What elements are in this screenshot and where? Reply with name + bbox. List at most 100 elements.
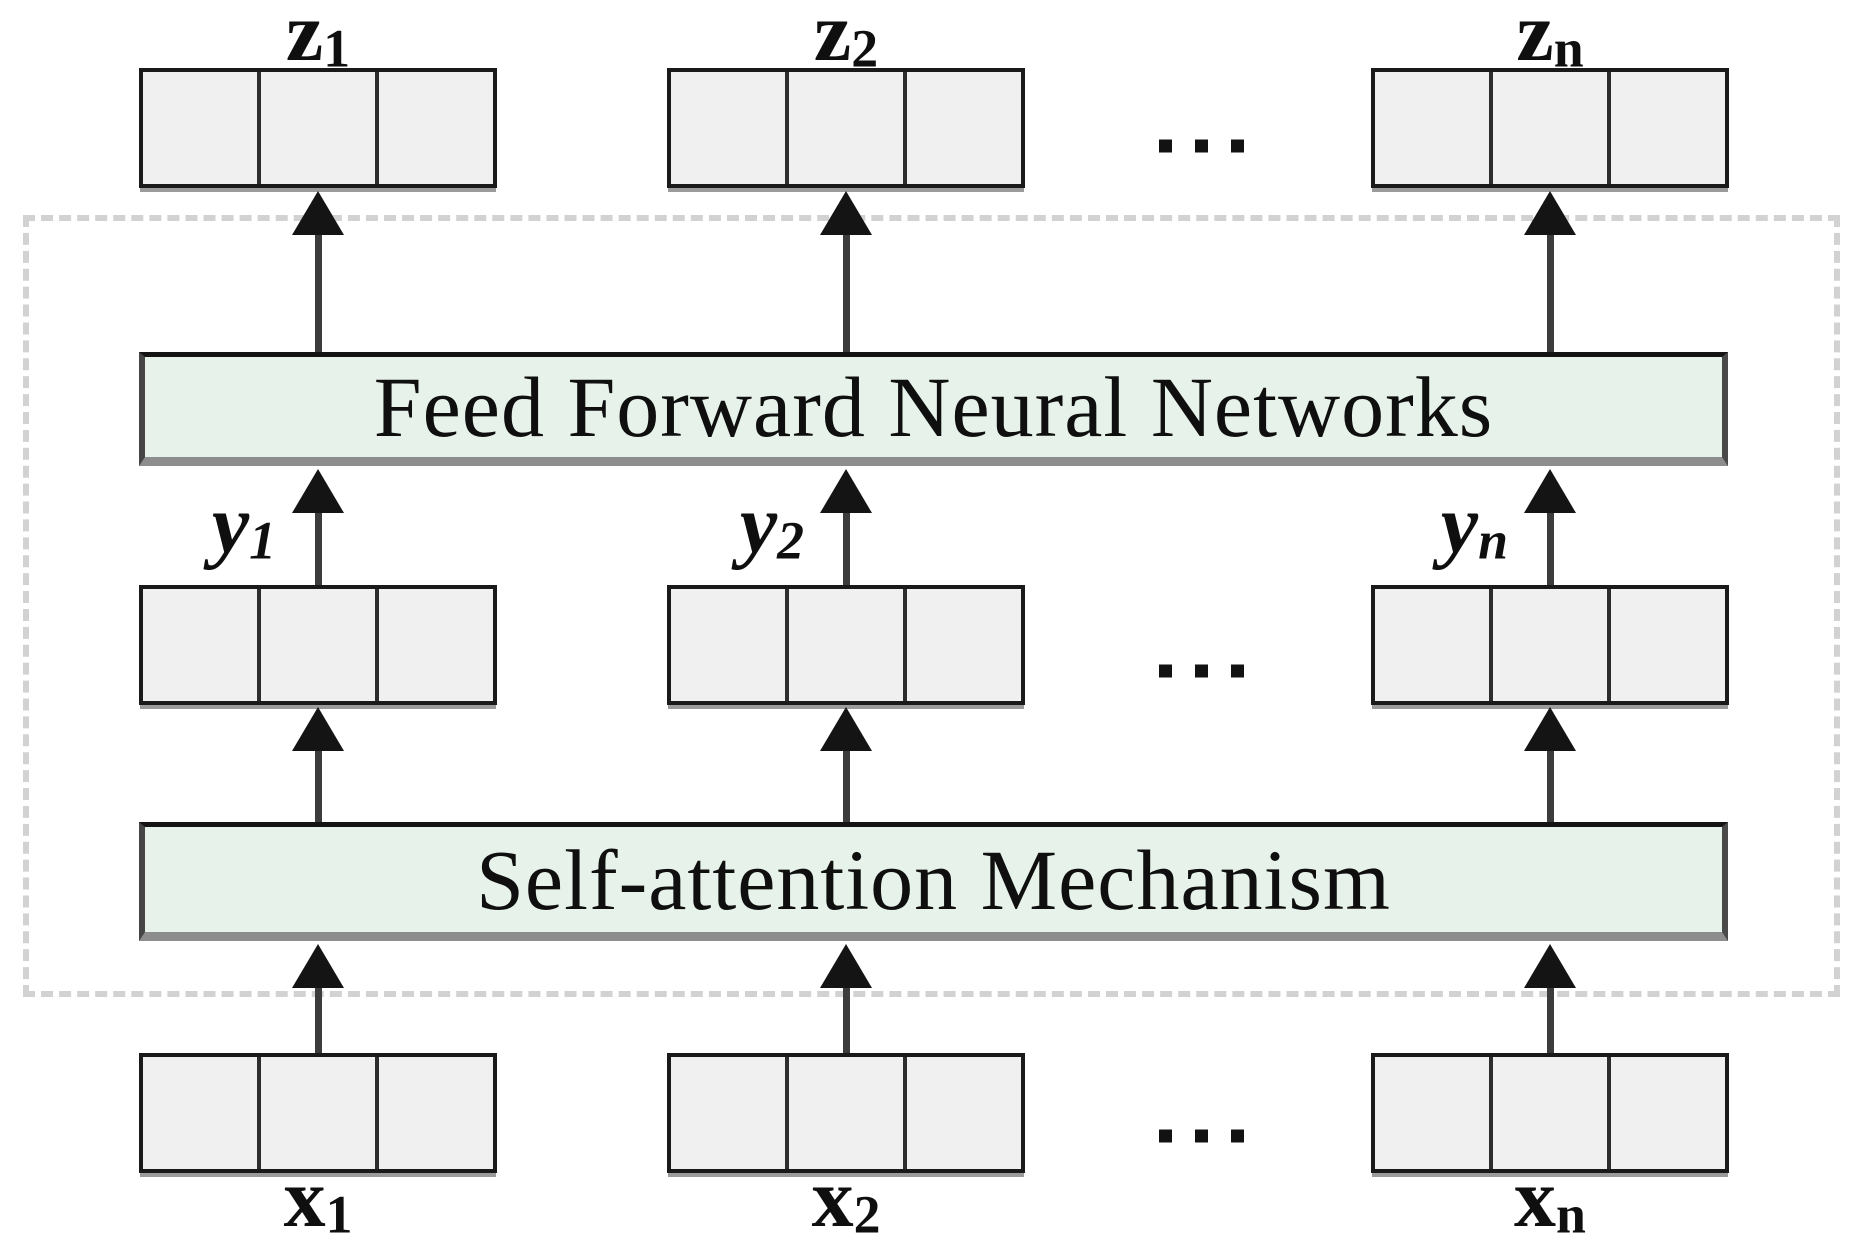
dot-icon (1195, 664, 1208, 678)
label-subscript: 1 (323, 18, 351, 79)
token-cell (1607, 589, 1725, 701)
arrow-stem (315, 981, 322, 1053)
hidden-label-y1: y1 (212, 483, 276, 568)
token-cell (1375, 589, 1489, 701)
arrow-stem (315, 506, 322, 585)
token-cell (785, 589, 903, 701)
token-cell (375, 72, 493, 184)
arrow-stem (1547, 744, 1554, 822)
label-subscript: n (1553, 18, 1584, 79)
arrow-stem (1547, 232, 1554, 352)
label-base: x (1514, 1152, 1557, 1245)
arrow-stem (843, 506, 850, 585)
label-base: x (811, 1152, 854, 1245)
token-cell (785, 72, 903, 184)
arrow-up-icon (1524, 707, 1576, 751)
token-cell (143, 72, 257, 184)
label-base: x (283, 1152, 326, 1245)
hidden-token-box-n (1371, 585, 1729, 705)
token-cell (1489, 589, 1607, 701)
self-attention-layer-bar: Self-attention Mechanism (139, 822, 1728, 941)
label-base: y (1440, 478, 1479, 571)
dot-icon (1231, 664, 1244, 678)
arrow-stem (1547, 506, 1554, 585)
token-cell (375, 1057, 493, 1169)
label-subscript: 2 (851, 18, 879, 79)
arrow-up-icon (292, 707, 344, 751)
ellipsis-outputs: ... (1136, 139, 1244, 153)
dot-icon (1159, 139, 1172, 153)
dot-icon (1159, 1129, 1172, 1143)
token-cell (785, 1057, 903, 1169)
arrow-up-icon (820, 191, 872, 235)
output-label-z1: z1 (286, 0, 350, 75)
self-attention-label: Self-attention Mechanism (476, 831, 1391, 928)
token-cell (143, 1057, 257, 1169)
label-base: y (739, 478, 778, 571)
token-cell (1489, 1057, 1607, 1169)
arrow-up-icon (820, 707, 872, 751)
dot-icon (1231, 1129, 1244, 1143)
input-label-xn: xn (1514, 1157, 1586, 1242)
arrow-stem (843, 744, 850, 822)
token-cell (257, 589, 375, 701)
hidden-token-box-2 (667, 585, 1025, 705)
arrow-up-icon (1524, 944, 1576, 988)
label-base: z (813, 0, 852, 79)
arrow-stem (843, 981, 850, 1053)
token-cell (375, 589, 493, 701)
token-cell (143, 589, 257, 701)
token-cell (1375, 72, 1489, 184)
arrow-up-icon (292, 191, 344, 235)
input-token-box-2 (667, 1053, 1025, 1173)
token-cell (1489, 72, 1607, 184)
token-cell (1375, 1057, 1489, 1169)
output-label-zn: zn (1516, 0, 1583, 75)
arrow-stem (1547, 981, 1554, 1053)
token-cell (903, 589, 1021, 701)
arrow-stem (315, 232, 322, 352)
token-cell (903, 72, 1021, 184)
token-cell (903, 1057, 1021, 1169)
label-subscript: n (1478, 510, 1508, 571)
token-cell (671, 1057, 785, 1169)
label-subscript: n (1556, 1184, 1586, 1245)
output-token-box-1 (139, 68, 497, 188)
arrow-stem (315, 744, 322, 822)
arrow-stem (843, 232, 850, 352)
input-token-box-1 (139, 1053, 497, 1173)
input-label-x1: x1 (284, 1157, 353, 1242)
arrow-up-icon (292, 944, 344, 988)
dot-icon (1159, 664, 1172, 678)
token-cell (1607, 1057, 1725, 1169)
hidden-token-box-1 (139, 585, 497, 705)
label-base: y (211, 478, 250, 571)
dot-icon (1195, 139, 1208, 153)
feed-forward-label: Feed Forward Neural Networks (373, 359, 1494, 455)
output-token-box-2 (667, 68, 1025, 188)
input-label-x2: x2 (812, 1157, 881, 1242)
output-token-box-n (1371, 68, 1729, 188)
token-cell (671, 72, 785, 184)
encoder-dashed-boundary (23, 215, 1840, 997)
output-label-z2: z2 (814, 0, 878, 75)
label-base: z (1516, 0, 1554, 79)
feed-forward-layer-bar: Feed Forward Neural Networks (139, 352, 1728, 466)
ellipsis-inputs: ... (1136, 1129, 1244, 1143)
label-subscript: 2 (853, 1184, 881, 1245)
label-subscript: 1 (249, 510, 276, 571)
token-cell (257, 72, 375, 184)
token-cell (1607, 72, 1725, 184)
dot-icon (1231, 139, 1244, 153)
label-subscript: 2 (777, 510, 804, 571)
input-token-box-n (1371, 1053, 1729, 1173)
token-cell (671, 589, 785, 701)
label-base: z (285, 0, 324, 79)
ellipsis-hidden: ... (1136, 664, 1244, 678)
hidden-label-yn: yn (1441, 483, 1508, 568)
arrow-up-icon (1524, 469, 1576, 513)
hidden-label-y2: y2 (740, 483, 804, 568)
arrow-up-icon (292, 469, 344, 513)
arrow-up-icon (1524, 191, 1576, 235)
